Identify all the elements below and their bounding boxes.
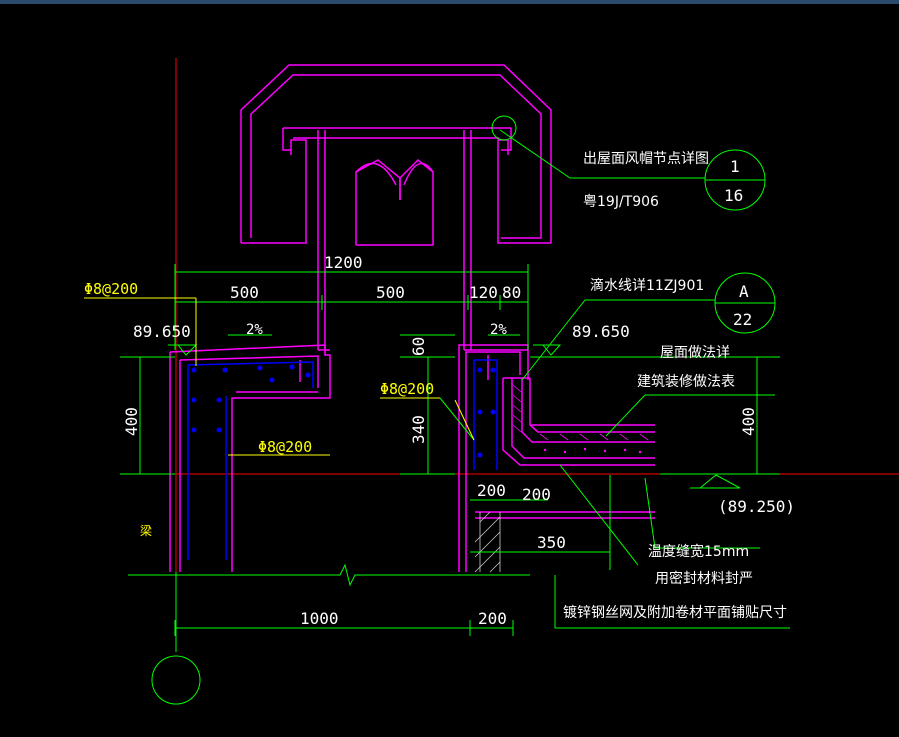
dim-top-left: 500 — [230, 283, 259, 302]
left-parapet — [169, 344, 331, 572]
wind-cap — [240, 64, 552, 350]
dim-inner-60: 60 — [409, 337, 428, 356]
elevation-right: 89.650 — [572, 322, 630, 341]
dim-inner-340: 340 — [409, 415, 428, 444]
rebar-right-dots — [477, 367, 496, 458]
callout-a-title: 滴水线详11ZJ901 — [590, 277, 704, 294]
dim-bottom-right: 200 — [478, 609, 507, 628]
right-parapet — [458, 344, 655, 572]
dim-top-total: 1200 — [324, 253, 363, 272]
slope-right: 2% — [490, 322, 507, 338]
dim-200-b: 200 — [522, 485, 551, 504]
dim-200-a: 200 — [477, 481, 506, 500]
dim-top-right-a: 120 — [469, 283, 498, 302]
callout-a-num: A — [739, 282, 749, 301]
insulation-hatch — [512, 384, 649, 441]
rebar-label-middle: Φ8@200 — [258, 438, 312, 456]
beam-hatch — [474, 511, 501, 573]
slope-left: 2% — [246, 322, 263, 338]
yellow-leaders — [84, 297, 475, 456]
note-joint-line1: 温度缝宽15mm — [648, 543, 749, 560]
dim-bottom-left: 1000 — [300, 609, 339, 628]
note-roof-line2: 建筑装修做法表 — [637, 374, 735, 390]
elevation-left: 89.650 — [133, 322, 191, 341]
note-joint-line2: 用密封材料封严 — [655, 570, 753, 587]
dim-top-right-b: 80 — [502, 283, 521, 302]
callout-a-sheet: 22 — [733, 310, 752, 329]
rebar-left — [187, 361, 314, 560]
dim-top-mid: 500 — [376, 283, 405, 302]
dim-350: 350 — [537, 533, 566, 552]
rebar-label-left-top: Φ8@200 — [84, 280, 138, 298]
slab-dots — [543, 447, 642, 454]
callout-1-ref: 粤19J/T906 — [583, 194, 659, 210]
beam-label: 梁 — [140, 523, 152, 538]
rebar-right — [473, 359, 498, 470]
callout-1-num: 1 — [730, 157, 740, 176]
note-mesh: 镀锌钢丝网及附加卷材平面铺贴尺寸 — [563, 604, 787, 621]
dim-left-height: 400 — [122, 407, 141, 436]
rebar-left-dots — [191, 364, 311, 433]
rebar-label-right: Φ8@200 — [380, 380, 434, 398]
dim-right-height: 400 — [739, 407, 758, 436]
callout-1-sheet: 16 — [724, 186, 743, 205]
callout-1-title: 出屋面风帽节点详图 — [583, 151, 709, 167]
note-roof-line1: 屋面做法详 — [660, 345, 730, 361]
elevation-bottom: (89.250) — [718, 497, 795, 516]
window-title-strip — [0, 0, 899, 4]
